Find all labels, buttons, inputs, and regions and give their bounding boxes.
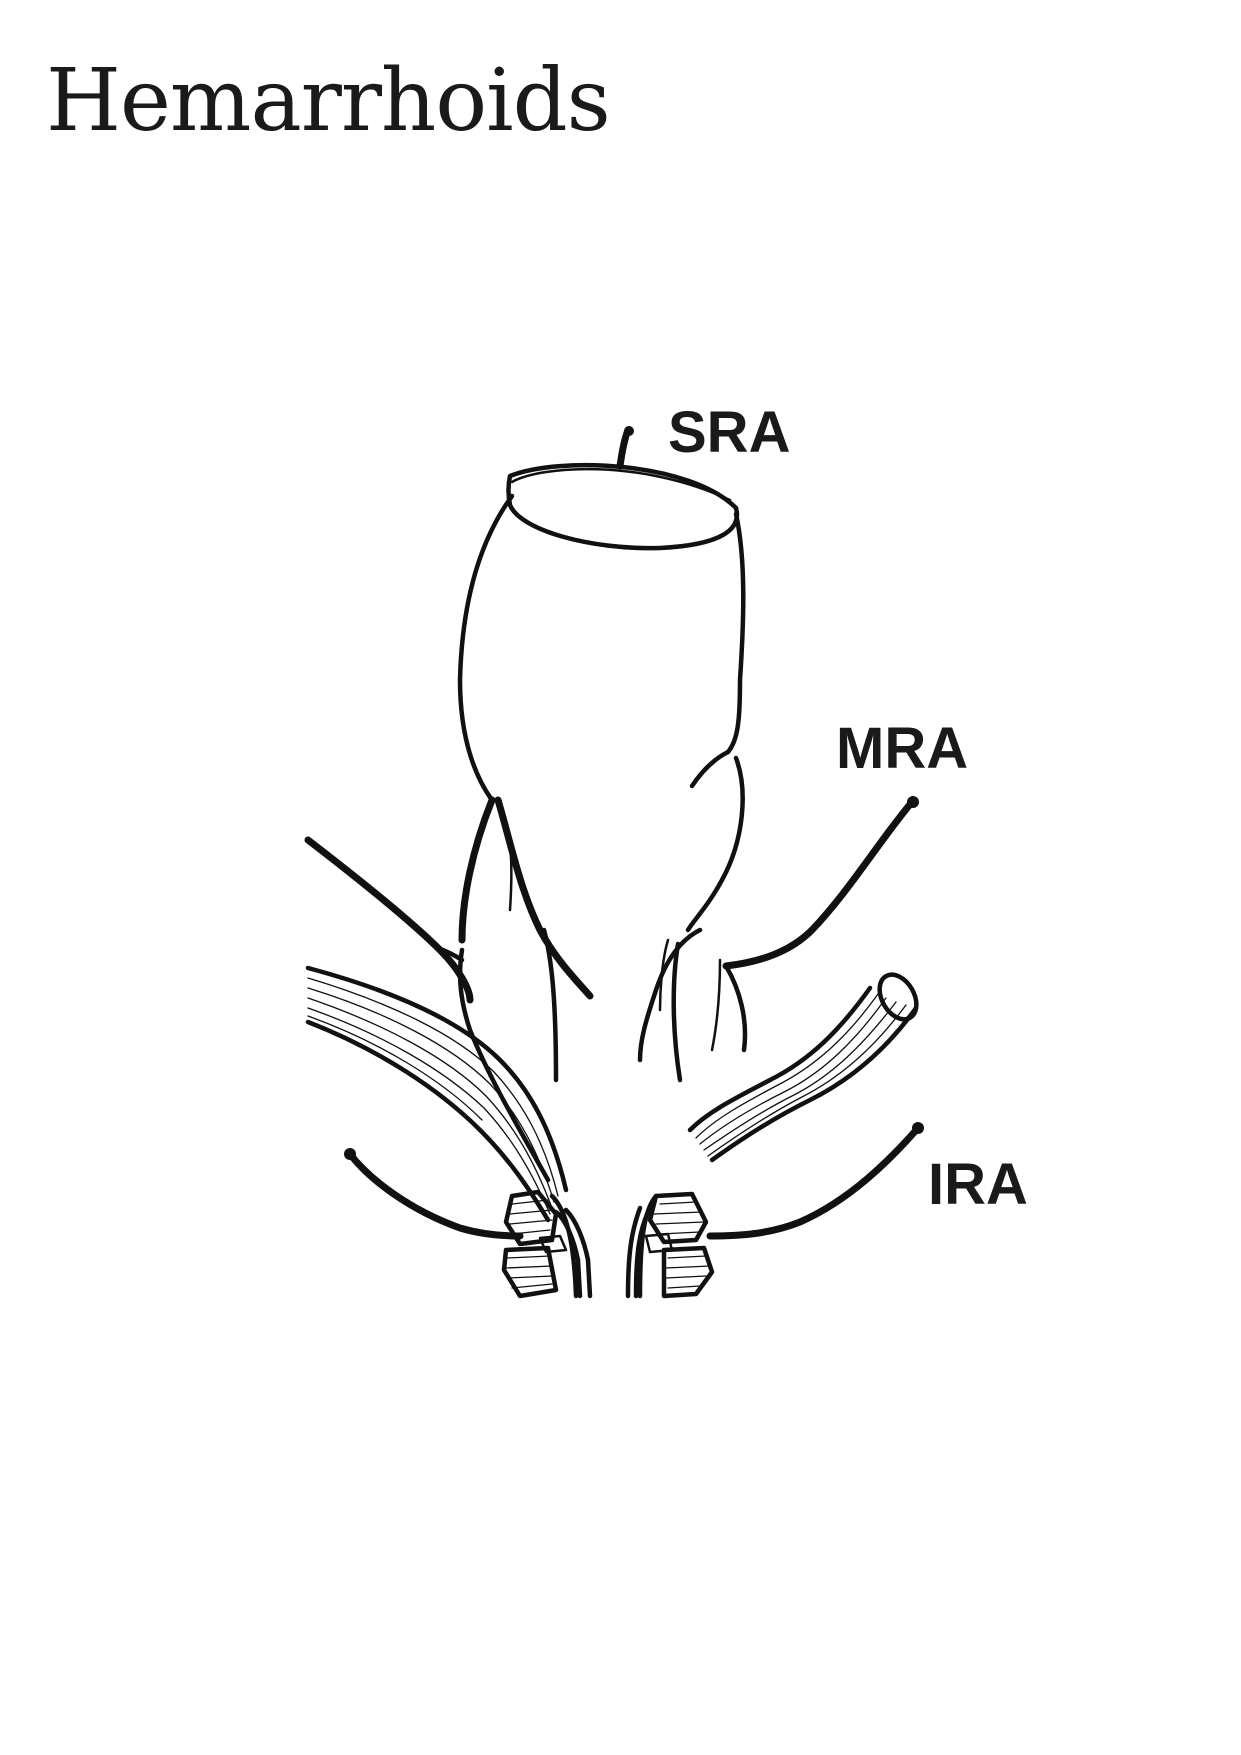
rectum-body xyxy=(457,493,746,1083)
right-sphincter xyxy=(625,1191,715,1299)
rectum-top-opening xyxy=(506,462,740,551)
inferior-rectal-artery xyxy=(706,1122,924,1240)
superior-rectal-artery xyxy=(616,426,634,470)
middle-rectal-artery xyxy=(710,796,919,1053)
left-sphincter xyxy=(501,1189,593,1299)
left-inferior-vessel xyxy=(344,1148,524,1240)
right-muscle-band xyxy=(687,972,919,1163)
label-mra: MRA xyxy=(836,716,968,781)
page-title: Hemarrhoids xyxy=(46,51,611,151)
label-ira: IRA xyxy=(928,1152,1028,1217)
label-sra: SRA xyxy=(668,400,790,465)
left-muscle-band xyxy=(305,965,569,1223)
